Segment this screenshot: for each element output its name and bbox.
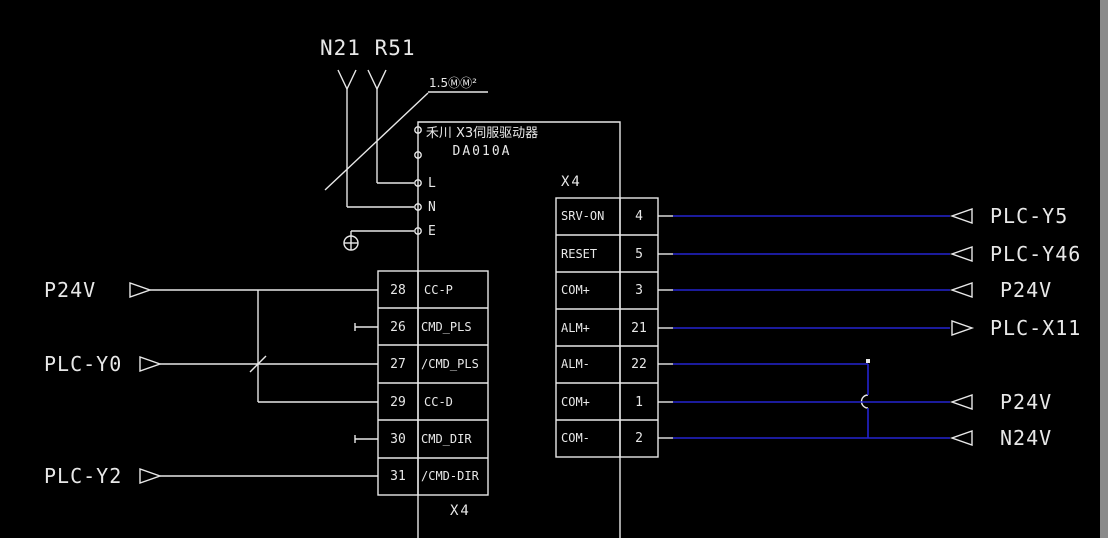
terminal-pin: 26: [390, 320, 406, 335]
drive-pin-E: E: [428, 224, 436, 239]
arrow-left-icon: [949, 246, 973, 262]
blue-wiring: [673, 215, 950, 439]
arrow-left-icon: [949, 282, 973, 298]
terminal-pin: 4: [635, 209, 643, 224]
terminal-label: CC-P: [424, 283, 453, 297]
terminal-label: ALM-: [561, 357, 590, 371]
circuit-ref-label: N21 R51: [320, 36, 416, 60]
terminal-label: /CMD_PLS: [421, 357, 479, 371]
terminal-label: COM+: [561, 395, 590, 409]
cable-spec-leader: [324, 91, 488, 191]
terminal-label: CMD_DIR: [421, 432, 472, 446]
arrow-right-icon: [129, 282, 153, 298]
terminal-label: ALM+: [561, 321, 590, 335]
arrow-left-icon: [949, 394, 973, 410]
terminal-pin: 2: [635, 431, 643, 446]
supply-antenna-left-icon: [337, 69, 414, 208]
signal-label-plc-y5: PLC-Y5: [990, 204, 1069, 228]
terminal-label: /CMD-DIR: [421, 469, 479, 483]
signal-label-p24v-com3: P24V: [1000, 278, 1053, 302]
signal-arrows-right: [949, 208, 975, 446]
arrow-right-icon: [139, 356, 163, 372]
terminal-label: RESET: [561, 247, 598, 261]
terminal-pin: 28: [390, 283, 406, 298]
terminal-label: CC-D: [424, 395, 453, 409]
right-connector-label: X4: [561, 174, 582, 190]
terminal-pin: 29: [390, 395, 406, 410]
signal-arrows-left: [129, 282, 163, 484]
left-connector-label: X4: [450, 503, 471, 519]
signal-label-plc-x11: PLC-X11: [990, 316, 1082, 340]
drive-pin-L: L: [428, 176, 436, 191]
terminal-pin: 31: [390, 469, 406, 484]
drive-pin-N: N: [428, 200, 436, 215]
white-linework: [129, 69, 975, 538]
signal-label-n24v: N24V: [1000, 426, 1053, 450]
signal-label-p24v-left: P24V: [44, 278, 97, 302]
right-terminal-stubs: [658, 215, 673, 439]
terminal-pin: 22: [631, 357, 647, 372]
terminal-pin: 1: [635, 395, 643, 410]
vertical-scrollbar[interactable]: [1100, 0, 1108, 538]
signal-label-plc-y46: PLC-Y46: [990, 242, 1082, 266]
arrow-right-icon: [139, 468, 163, 484]
arrow-left-icon: [949, 208, 973, 224]
wire-stub-cmd-pls: [354, 323, 378, 331]
wire-plc-y0: [160, 355, 378, 373]
terminal-pin: 27: [390, 357, 406, 372]
junction-dot: [866, 359, 870, 363]
earth-ground-icon: [343, 230, 414, 251]
terminal-pin: 3: [635, 283, 643, 298]
terminal-pin: 21: [631, 321, 647, 336]
left-terminal-grid: [377, 270, 489, 496]
drive-model: DA010A: [452, 144, 512, 159]
terminal-label: CMD_PLS: [421, 320, 472, 334]
wire-p24v-left: [150, 289, 378, 403]
terminal-pin: 5: [635, 247, 643, 262]
arrow-right-icon: [951, 320, 975, 336]
terminal-label: COM-: [561, 431, 590, 445]
signal-label-plc-y0: PLC-Y0: [44, 352, 123, 376]
terminal-pin: 30: [390, 432, 406, 447]
signal-label-p24v-com1: P24V: [1000, 390, 1053, 414]
drive-title: 禾川 X3伺服驱动器: [425, 126, 539, 141]
arrow-left-icon: [949, 430, 973, 446]
signal-label-plc-y2: PLC-Y2: [44, 464, 123, 488]
cable-spec-label: 1.5ⓂⓂ²: [429, 76, 477, 90]
terminal-label: COM+: [561, 283, 590, 297]
terminal-label: SRV-ON: [561, 209, 605, 223]
wire-stub-cmd-dir: [354, 435, 378, 443]
supply-antenna-right-icon: [367, 69, 414, 184]
